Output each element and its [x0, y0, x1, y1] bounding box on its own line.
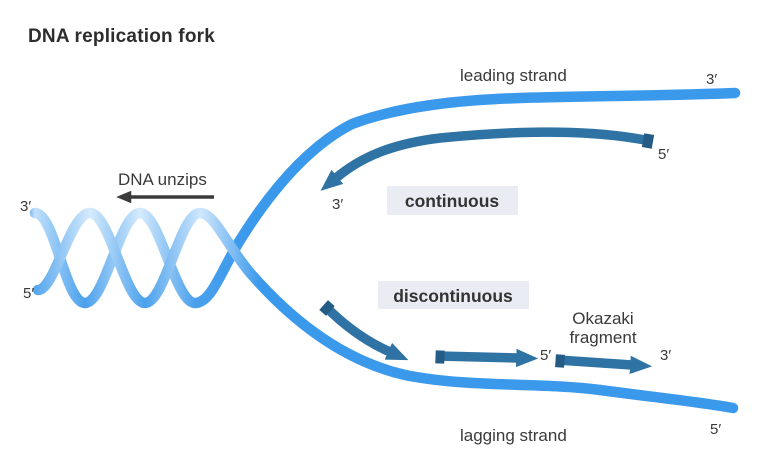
okazaki-fragment-label-line2: fragment	[569, 328, 636, 347]
helix-5prime-label: 5′	[23, 285, 34, 302]
okazaki-5prime-label: 5′	[540, 347, 551, 364]
discontinuous-label-background	[378, 281, 529, 309]
okazaki-3prime-label: 3′	[660, 347, 671, 364]
diagram-title: DNA replication fork	[28, 26, 215, 47]
okazaki-fragment-arrow-3	[557, 355, 653, 375]
okazaki-fragment-arrow-2	[437, 348, 539, 368]
dna-unzips-label: DNA unzips	[118, 170, 207, 189]
leading-strand-label: leading strand	[460, 66, 567, 85]
okazaki-fragment-arrow-1	[322, 303, 409, 361]
continuous-strand-5prime-cap	[641, 133, 655, 149]
lagging-strand-label: lagging strand	[460, 426, 567, 445]
continuous-strand-5prime-label: 5′	[658, 146, 669, 163]
okazaki-fragment-label-line1: Okazaki	[572, 309, 633, 328]
lagging-template-strand	[32, 207, 739, 414]
discontinuous-label: discontinuous	[393, 286, 513, 306]
continuous-label: continuous	[405, 191, 500, 211]
lagging-template-5prime-label: 5′	[710, 421, 721, 438]
continuous-label-background	[387, 186, 518, 215]
continuous-strand-3prime-label: 3′	[332, 196, 343, 213]
helix-3prime-label: 3′	[20, 198, 31, 215]
continuous-new-strand-arrow	[320, 127, 646, 191]
okazaki-fragment-3-5prime-cap	[555, 354, 565, 368]
okazaki-fragment-1-5prime-cap	[319, 300, 335, 316]
leading-template-3prime-label: 3′	[706, 71, 717, 88]
okazaki-fragment-2-5prime-cap	[435, 350, 445, 364]
